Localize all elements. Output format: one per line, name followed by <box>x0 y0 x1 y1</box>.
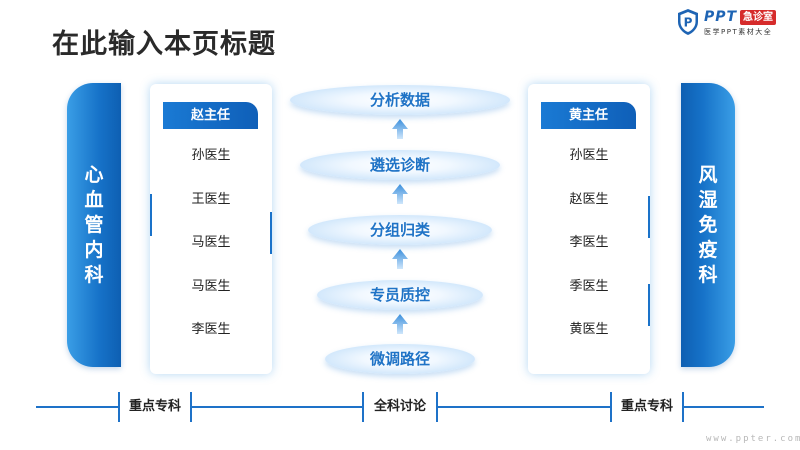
list-item: 李医生 <box>191 322 231 337</box>
right-card-accent-line <box>648 284 650 326</box>
shield-icon: P <box>678 9 698 35</box>
arrow-up-icon <box>392 119 408 139</box>
timeline-tick <box>362 392 364 422</box>
list-item: 黄医生 <box>569 322 609 337</box>
department-right-label: 风湿免疫科 <box>698 163 718 286</box>
timeline-tick <box>610 392 612 422</box>
list-item: 赵医生 <box>569 191 609 207</box>
list-item: 季医生 <box>569 278 609 294</box>
left-card-accent-line <box>150 194 152 236</box>
arrow-up-icon <box>392 314 408 334</box>
right-doctor-card: 黄主任 孙医生 赵医生 李医生 季医生 黄医生 <box>528 84 650 374</box>
step-select-diagnosis: 遴选诊断 <box>300 150 500 180</box>
list-item: 李医生 <box>569 235 609 250</box>
timeline-tick <box>436 392 438 422</box>
site-logo[interactable]: P PPT 急诊室 医学PPT素材大全 <box>676 8 792 38</box>
logo-subtitle: 医学PPT素材大全 <box>704 28 773 36</box>
right-card-head: 黄主任 <box>541 102 636 129</box>
right-card-accent-line <box>648 196 650 238</box>
timeline-tick <box>118 392 120 422</box>
right-doctor-list: 孙医生 赵医生 李医生 季医生 黄医生 <box>528 144 650 362</box>
left-doctor-list: 孙医生 王医生 马医生 马医生 李医生 <box>150 144 272 362</box>
bottom-label-left: 重点专科 <box>120 398 190 416</box>
logo-badge: 急诊室 <box>740 10 776 25</box>
department-left: 心血管内科 <box>67 83 121 367</box>
bottom-label-center: 全科讨论 <box>364 398 436 416</box>
bottom-label-right: 重点专科 <box>612 398 682 416</box>
logo-brand: PPT <box>704 9 738 25</box>
step-analyze-data: 分析数据 <box>290 85 510 115</box>
list-item: 孙医生 <box>569 148 609 163</box>
list-item: 马医生 <box>191 278 231 294</box>
department-right: 风湿免疫科 <box>681 83 735 367</box>
watermark: www.ppter.com <box>706 434 800 444</box>
list-item: 马医生 <box>191 235 231 250</box>
list-item: 孙医生 <box>191 148 231 163</box>
page-title: 在此输入本页标题 <box>52 29 276 60</box>
svg-text:P: P <box>684 16 693 30</box>
step-quality-control: 专员质控 <box>317 280 483 310</box>
left-card-accent-line <box>270 212 272 254</box>
step-adjust-path: 微调路径 <box>325 344 475 374</box>
timeline-tick <box>682 392 684 422</box>
arrow-up-icon <box>392 184 408 204</box>
list-item: 王医生 <box>191 191 231 207</box>
left-doctor-card: 赵主任 孙医生 王医生 马医生 马医生 李医生 <box>150 84 272 374</box>
arrow-up-icon <box>392 249 408 269</box>
timeline-tick <box>190 392 192 422</box>
department-left-label: 心血管内科 <box>84 163 104 286</box>
left-card-head: 赵主任 <box>163 102 258 129</box>
step-group-classify: 分组归类 <box>308 215 492 245</box>
